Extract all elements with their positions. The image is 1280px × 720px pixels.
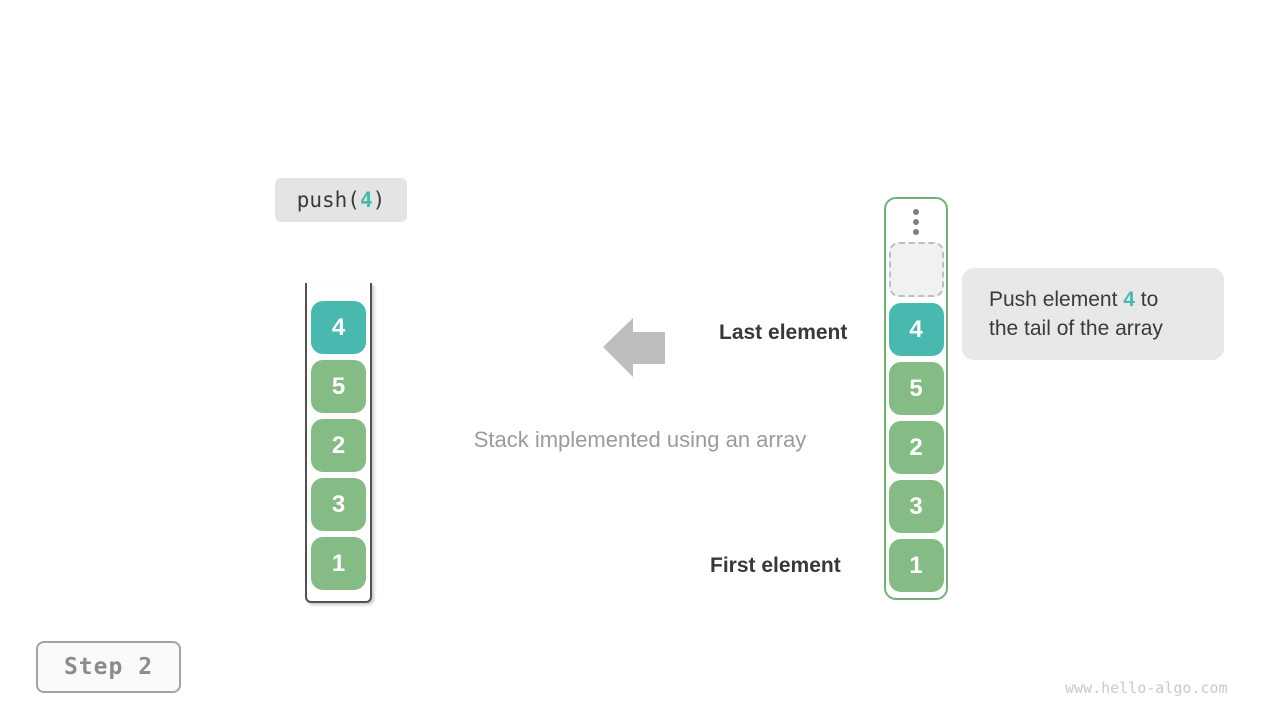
push-call-prefix: push(: [296, 188, 360, 212]
callout-text: to: [1134, 288, 1159, 311]
empty-slot: [888, 242, 944, 297]
diagram-caption: Stack implemented using an array: [473, 427, 807, 452]
left-arrow-icon: [603, 318, 665, 377]
push-call-argument: 4: [359, 188, 373, 212]
stack-container: 4 5 2 3 1: [305, 283, 372, 603]
callout-line2: the tail of the array: [989, 317, 1163, 340]
step-badge: Step 2: [36, 641, 181, 693]
callout-bubble: Push element 4 to the tail of the array: [962, 268, 1224, 360]
vertical-ellipsis-icon: [913, 209, 919, 235]
array-cell: 5: [888, 362, 944, 415]
array-container: 4 5 2 3 1: [884, 197, 948, 600]
callout-text: Push element: [989, 288, 1124, 311]
array-cell: 1: [888, 539, 944, 592]
array-cell: 4: [888, 303, 944, 356]
array-cell: 2: [888, 421, 944, 474]
array-cell: 3: [888, 480, 944, 533]
push-call-suffix: ): [372, 188, 386, 212]
stack-cell: 4: [311, 301, 366, 354]
push-call-badge: push(4): [275, 178, 407, 222]
stack-cell: 5: [311, 360, 366, 413]
stack-cell: 2: [311, 419, 366, 472]
watermark: www.hello-algo.com: [1065, 679, 1228, 697]
first-element-label: First element: [710, 554, 841, 577]
last-element-label: Last element: [719, 321, 848, 344]
stack-cell: 1: [311, 537, 366, 590]
stack-cell: 3: [311, 478, 366, 531]
callout-value: 4: [1123, 288, 1135, 311]
callout-line1: Push element 4 to: [989, 285, 1224, 314]
